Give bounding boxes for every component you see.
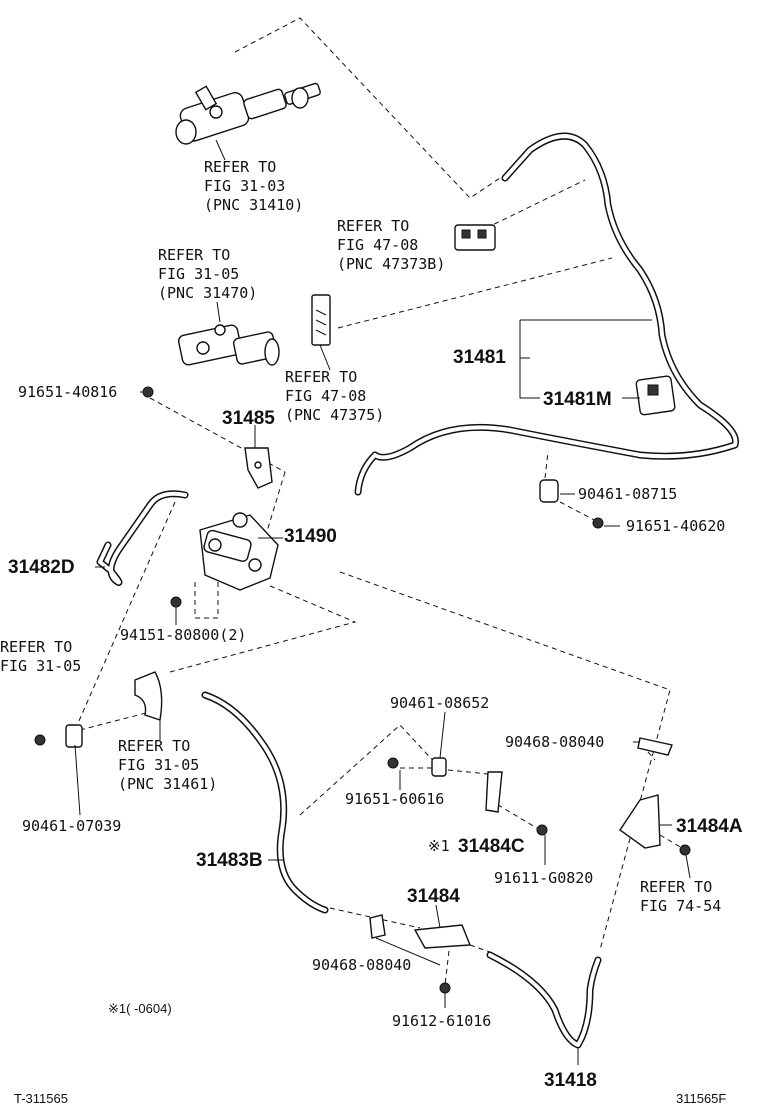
svg-text:(PNC 31461): (PNC 31461): [118, 775, 217, 793]
part-90461-08652: 90461-08652: [390, 694, 489, 712]
svg-text:FIG 47-08: FIG 47-08: [285, 387, 366, 405]
svg-text:REFER TO: REFER TO: [640, 878, 712, 896]
part-91651-40620: 91651-40620: [626, 517, 725, 535]
part-91611-g0820: 91611-G0820: [494, 869, 593, 887]
bracket-31485: [244, 447, 273, 489]
bolt-91612-61016: [439, 982, 451, 994]
master-cylinder: [175, 82, 321, 145]
svg-text:FIG 31-05: FIG 31-05: [118, 756, 199, 774]
clamp-90461-08652: [431, 757, 447, 777]
svg-text:FIG 74-54: FIG 74-54: [640, 897, 721, 915]
svg-text:FIG 31-05: FIG 31-05: [0, 657, 81, 675]
clip-90468-08040-a: [637, 737, 673, 756]
leader-lines: [74, 139, 691, 1065]
svg-text:(PNC 47375): (PNC 47375): [285, 406, 384, 424]
bolt-91651-60616: [387, 757, 399, 769]
bolt-91611-g0820: [536, 824, 548, 836]
bolt-91651-40620: [592, 517, 604, 529]
part-31483b: 31483B: [196, 850, 263, 871]
svg-text:FIG 47-08: FIG 47-08: [337, 236, 418, 254]
part-90461-08715: 90461-08715: [578, 485, 677, 503]
clip-31481m: [635, 375, 676, 416]
svg-text:REFER TO: REFER TO: [337, 217, 409, 235]
part-90468-08040-b: 90468-08040: [312, 956, 411, 974]
ref-fig-31-05-b: REFER TO FIG 31-05: [0, 638, 81, 675]
svg-text:REFER TO: REFER TO: [204, 158, 276, 176]
svg-text:REFER TO: REFER TO: [0, 638, 72, 656]
part-31481m: 31481M: [543, 389, 612, 410]
diagram-code-right: 311565F: [676, 1091, 726, 1106]
bolt-94151: [170, 596, 182, 608]
part-31485: 31485: [222, 408, 275, 429]
svg-text:REFER TO: REFER TO: [118, 737, 190, 755]
bolt-91651-40816: [142, 386, 154, 398]
ref-fig-47-08-b: REFER TO FIG 47-08 (PNC 47375): [285, 368, 384, 424]
ref-fig-47-08-a: REFER TO FIG 47-08 (PNC 47373B): [337, 217, 445, 273]
part-31484c-mark: ※1: [428, 837, 450, 855]
valve-assembly-31490: [199, 512, 279, 591]
ref-fig-31-05-c: REFER TO FIG 31-05 (PNC 31461): [118, 737, 217, 793]
svg-text:REFER TO: REFER TO: [158, 246, 230, 264]
clamp-90461-07039: [65, 724, 83, 748]
part-94151-80800: 94151-80800(2): [120, 626, 246, 644]
svg-text:(PNC 31410): (PNC 31410): [204, 196, 303, 214]
bracket-31484a: [619, 794, 661, 849]
bracket-31461: [134, 671, 163, 721]
clutch-release-cylinder: [177, 324, 280, 366]
part-90468-08040-a: 90468-08040: [505, 733, 604, 751]
svg-text:FIG 31-05: FIG 31-05: [158, 265, 239, 283]
part-91651-60616: 91651-60616: [345, 790, 444, 808]
bracket-31484: [413, 924, 472, 949]
part-31490: 31490: [284, 526, 337, 547]
part-91612-61016: 91612-61016: [392, 1012, 491, 1030]
ref-fig-74-54: REFER TO FIG 74-54: [640, 878, 721, 915]
ref-fig-31-03: REFER TO FIG 31-03 (PNC 31410): [204, 158, 303, 214]
clip-47373b: [454, 224, 496, 251]
part-91651-40816: 91651-40816: [18, 383, 117, 401]
bracket-31484c: [485, 771, 503, 813]
footnote: ※1( -0604): [108, 1001, 172, 1016]
part-31484c: 31484C: [458, 836, 525, 857]
brake-pipes: [96, 132, 740, 1049]
svg-text:(PNC 47373B): (PNC 47373B): [337, 255, 445, 273]
clip-47375: [311, 294, 331, 346]
clip-90468-08040-b: [369, 914, 386, 939]
svg-text:FIG 31-03: FIG 31-03: [204, 177, 285, 195]
bolt-left: [34, 734, 46, 746]
ref-fig-31-05-a: REFER TO FIG 31-05 (PNC 31470): [158, 246, 257, 302]
svg-text:(PNC 31470): (PNC 31470): [158, 284, 257, 302]
part-31484a: 31484A: [676, 816, 743, 837]
part-31481: 31481: [453, 347, 506, 368]
bolt-74-54: [679, 844, 691, 856]
svg-text:REFER TO: REFER TO: [285, 368, 357, 386]
part-31482d: 31482D: [8, 557, 75, 578]
part-31484: 31484: [407, 886, 460, 907]
clamp-90461-08715: [539, 479, 559, 503]
diagram-code-left: T-311565: [14, 1091, 68, 1106]
part-31418: 31418: [544, 1070, 597, 1091]
part-90461-07039: 90461-07039: [22, 817, 121, 835]
